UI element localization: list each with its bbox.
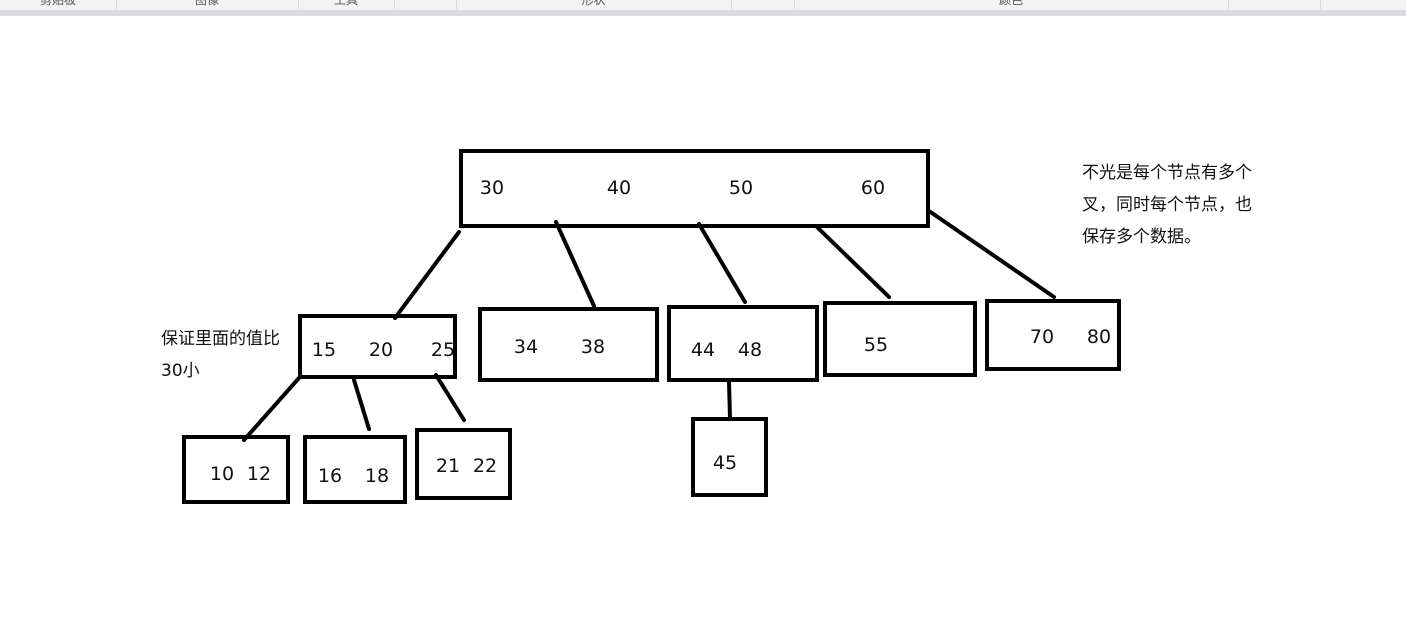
node-g3: 21 22 (415, 428, 512, 500)
ribbon-group-2: 工具 (298, 0, 395, 9)
ribbon-group-3 (394, 0, 457, 9)
node-g4: 45 (691, 417, 768, 497)
node-key: 38 (581, 336, 605, 358)
node-box-c2 (478, 307, 659, 382)
node-key: 25 (431, 339, 455, 361)
edge-root-c1 (393, 230, 461, 320)
note-left: 保证里面的值比 30小 (161, 329, 280, 381)
node-root: 30 40 50 60 (459, 149, 930, 228)
note-right: 不光是每个节点有多个 叉，同时每个节点，也 保存多个数据。 (1082, 163, 1252, 247)
edge-root-c2 (554, 220, 596, 308)
node-box-c5 (985, 299, 1121, 371)
node-key: 22 (473, 455, 497, 477)
ribbon-group-6: 颜色 (794, 0, 1229, 9)
node-key: 55 (864, 334, 888, 356)
node-key: 34 (514, 336, 538, 358)
node-key: 70 (1030, 326, 1054, 348)
edge-c1-g2 (352, 378, 371, 431)
edges-layer (242, 209, 1056, 442)
edge-root-c5 (927, 209, 1056, 299)
node-box-g3 (415, 428, 512, 500)
node-key: 40 (607, 177, 631, 199)
node-c1: 15 20 25 (298, 314, 457, 379)
node-key: 18 (365, 465, 389, 487)
ribbon-group-0: 剪贴板 (0, 0, 117, 9)
node-c4: 55 (823, 301, 977, 377)
edge-c1-g3 (434, 373, 466, 422)
edge-c3-g4 (727, 380, 732, 420)
ribbon-group-4: 形状 (456, 0, 732, 9)
node-c3: 44 48 (667, 305, 819, 382)
node-c5: 70 80 (985, 299, 1121, 371)
node-key: 60 (861, 177, 885, 199)
node-box-c1 (298, 314, 457, 379)
node-key: 12 (247, 463, 271, 485)
node-c2: 34 38 (478, 307, 659, 382)
node-key: 80 (1087, 326, 1111, 348)
node-key: 30 (480, 177, 504, 199)
node-key: 45 (713, 452, 737, 474)
node-key: 48 (738, 339, 762, 361)
node-key: 44 (691, 339, 715, 361)
node-box-c4 (823, 301, 977, 377)
node-box-g4 (691, 417, 768, 497)
node-g1: 10 12 (182, 435, 290, 504)
node-box-c3 (667, 305, 819, 382)
edge-root-c3 (697, 222, 747, 304)
ribbon-divider (0, 10, 1406, 16)
node-box-g2 (303, 435, 407, 504)
node-key: 20 (369, 339, 393, 361)
node-key: 15 (312, 339, 336, 361)
ribbon-group-5 (731, 0, 795, 9)
edge-c1-g1 (242, 376, 301, 442)
node-key: 50 (729, 177, 753, 199)
node-key: 21 (436, 455, 460, 477)
node-key: 10 (210, 463, 234, 485)
node-key: 16 (318, 465, 342, 487)
node-box-root (459, 149, 930, 228)
ribbon-group-7 (1228, 0, 1321, 9)
node-box-g1 (182, 435, 290, 504)
edge-root-c4 (815, 225, 891, 299)
ribbon-group-1: 图像 (116, 0, 299, 9)
